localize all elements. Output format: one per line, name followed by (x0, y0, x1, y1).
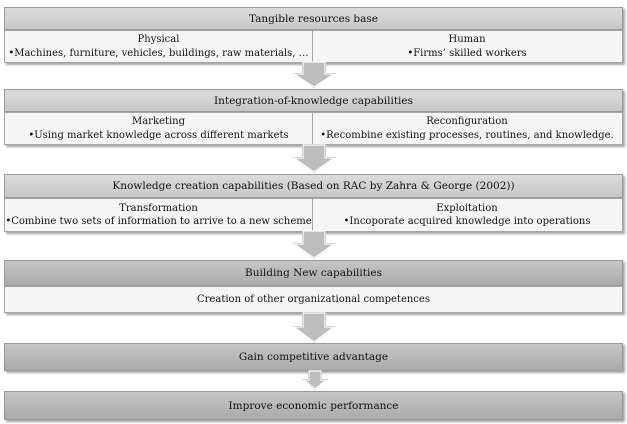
physical-cell: Physical •Machines, furniture, vehicles,… (5, 31, 313, 62)
integration-of-knowledge-header: Integration-of-knowledge capabilities (4, 89, 623, 112)
cell-text: •Incoporate acquired knowledge into oper… (343, 216, 591, 227)
cell-heading: Marketing (131, 116, 186, 127)
band-title: Gain competitive advantage (238, 351, 389, 363)
economic-performance-band: Improve economic performance (4, 391, 623, 420)
block-title: Knowledge creation capabilities (Based o… (112, 180, 515, 192)
block-title: Integration-of-knowledge capabilities (213, 94, 414, 107)
down-arrow (292, 144, 336, 173)
tangible-resources-details: Physical •Machines, furniture, vehicles,… (4, 30, 623, 63)
cell-text: •Recombine existing processes, routines,… (320, 129, 614, 141)
block-title: Building New capabilities (245, 267, 382, 279)
knowledge-creation-header: Knowledge creation capabilities (Based o… (4, 174, 623, 198)
reconfiguration-cell: Reconfiguration •Recombine existing proc… (312, 113, 622, 144)
down-arrow (292, 230, 336, 259)
knowledge-creation-details: Transformation •Combine two sets of info… (4, 198, 623, 232)
cell-heading: Transformation (119, 202, 198, 214)
exploitation-cell: Exploitation •Incoporate acquired knowle… (312, 199, 622, 231)
cell-heading: Human (448, 34, 486, 45)
cell-text: •Firms’ skilled workers (407, 47, 527, 59)
cell-text: •Combine two sets of information to arri… (5, 216, 312, 227)
transformation-cell: Transformation •Combine two sets of info… (5, 199, 313, 231)
cell-text: Creation of other organizational compete… (197, 293, 430, 305)
marketing-cell: Marketing •Using market knowledge across… (5, 113, 313, 144)
competences-cell: Creation of other organizational compete… (5, 287, 622, 312)
building-new-capabilities-details: Creation of other organizational compete… (4, 286, 623, 313)
down-arrow (302, 370, 328, 390)
tangible-resources-header: Tangible resources base (4, 7, 623, 30)
human-cell: Human •Firms’ skilled workers (312, 31, 622, 62)
integration-of-knowledge-details: Marketing •Using market knowledge across… (4, 112, 623, 145)
block-title: Tangible resources base (248, 12, 379, 25)
cell-heading: Reconfiguration (426, 116, 508, 127)
down-arrow (291, 61, 337, 88)
cell-text: •Machines, furniture, vehicles, building… (8, 47, 309, 59)
down-arrow (292, 312, 336, 343)
cell-heading: Physical (137, 34, 180, 45)
competitive-advantage-band: Gain competitive advantage (4, 343, 623, 371)
cell-text: •Using market knowledge across different… (28, 129, 289, 141)
band-title: Improve economic performance (228, 399, 399, 412)
cell-heading: Exploitation (436, 202, 498, 214)
building-new-capabilities-header: Building New capabilities (4, 260, 623, 286)
